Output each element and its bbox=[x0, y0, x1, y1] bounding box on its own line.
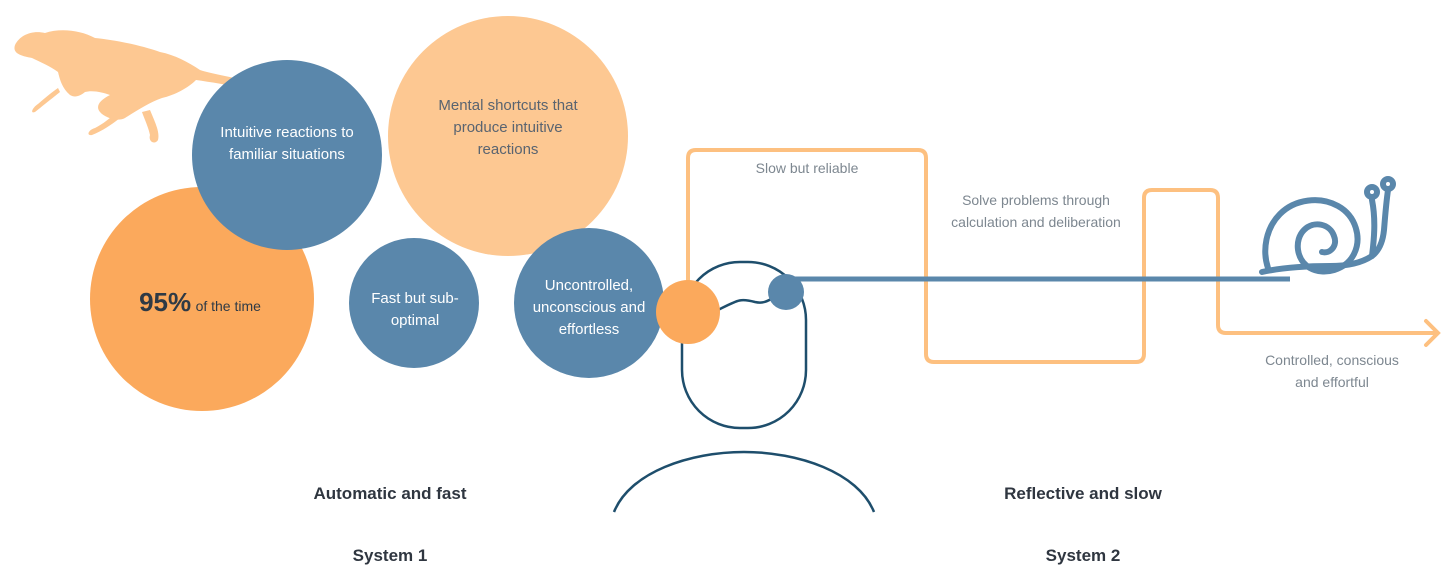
snail-icon bbox=[1259, 176, 1396, 275]
heading-reflective-slow: Reflective and slow bbox=[1004, 484, 1162, 503]
label-intuitive-reactions: Intuitive reactions to familiar situatio… bbox=[220, 124, 354, 163]
label-solve-problems: Solve problems through calculation and d… bbox=[951, 192, 1121, 230]
arrow-head bbox=[1424, 319, 1441, 347]
label-uncontrolled: Uncontrolled, unconscious and effortless bbox=[532, 277, 646, 338]
label-mental-shortcuts: Mental shortcuts that produce intuitive … bbox=[438, 97, 578, 158]
label-95-percent: 95% of the time bbox=[110, 287, 290, 318]
circle-mental-shortcuts bbox=[388, 16, 628, 256]
title-system-1: System 1 bbox=[352, 546, 428, 565]
circle-fast-suboptimal bbox=[349, 238, 479, 368]
title-system-2: System 2 bbox=[1045, 546, 1121, 565]
label-slow-reliable: Slow but reliable bbox=[755, 160, 859, 176]
label-controlled: Controlled, conscious and effortful bbox=[1265, 352, 1399, 390]
heading-automatic-fast: Automatic and fast bbox=[313, 484, 467, 503]
percent-value: 95% bbox=[139, 287, 192, 317]
node-system2 bbox=[768, 274, 804, 310]
orange-path-line bbox=[686, 148, 1436, 364]
label-fast-suboptimal: Fast but sub-optimal bbox=[371, 290, 459, 329]
cheetah-icon bbox=[14, 30, 273, 143]
circle-intuitive-reactions bbox=[192, 60, 382, 250]
head-outline bbox=[680, 260, 808, 430]
percent-suffix: of the time bbox=[195, 298, 261, 314]
node-system1 bbox=[656, 280, 720, 344]
circle-uncontrolled bbox=[514, 228, 664, 378]
shoulders-outline bbox=[612, 450, 876, 513]
